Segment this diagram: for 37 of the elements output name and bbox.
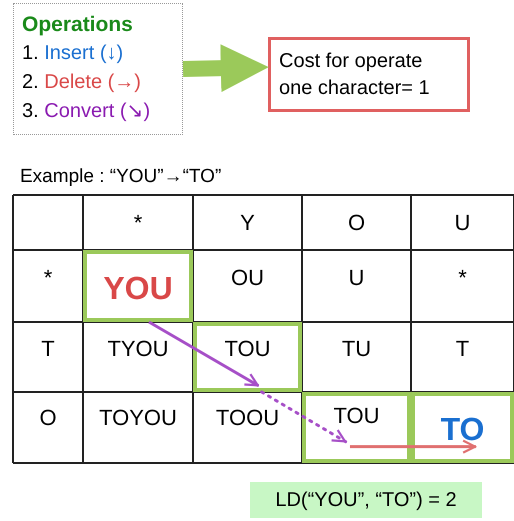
cell-text: TOU <box>333 402 380 428</box>
list-item: 3. Convert (↘) <box>22 99 152 124</box>
header-cell-text: T <box>41 336 55 362</box>
cost-box <box>268 37 470 112</box>
highlighted-cell <box>83 250 193 322</box>
header-cell-text: Y <box>240 210 255 236</box>
list-item: 2. Delete (→) <box>22 70 142 95</box>
highlighted-cell <box>193 322 302 392</box>
cell-text: TYOU <box>107 336 169 362</box>
arrow <box>350 440 476 454</box>
cell-text: T <box>456 336 470 362</box>
operations-box <box>13 3 183 135</box>
example-caption: Example : “YOU”→“TO” <box>20 166 222 188</box>
block-arrow <box>182 44 269 92</box>
result-box <box>250 482 482 518</box>
cell-text: TOOU <box>216 404 280 430</box>
highlighted-cell <box>302 392 411 463</box>
note-text: Cost for operate one character= 1 <box>279 48 431 100</box>
cell-text: TOYOU <box>99 404 177 430</box>
cell-text: * <box>458 265 467 291</box>
header-cell-text: U <box>454 210 470 236</box>
cell-text: TU <box>342 336 372 362</box>
arrow <box>260 390 348 444</box>
arrow <box>148 320 260 387</box>
header-cell-text: * <box>134 210 142 236</box>
cell-text: U <box>348 265 364 291</box>
header-cell-text: * <box>44 265 52 291</box>
header-cell-text: O <box>348 210 366 236</box>
result-text: LD(“YOU”, “TO”) = 2 <box>275 488 457 512</box>
list-item: 1. Insert (↓) <box>22 41 124 66</box>
header-cell-text: O <box>39 404 57 430</box>
highlighted-cell <box>411 392 514 463</box>
cell-text: TOU <box>224 336 271 362</box>
heading: Operations <box>22 12 134 38</box>
cell-text: OU <box>231 265 264 291</box>
cell-text: YOU <box>103 270 173 306</box>
cell-text: TO <box>440 411 484 448</box>
